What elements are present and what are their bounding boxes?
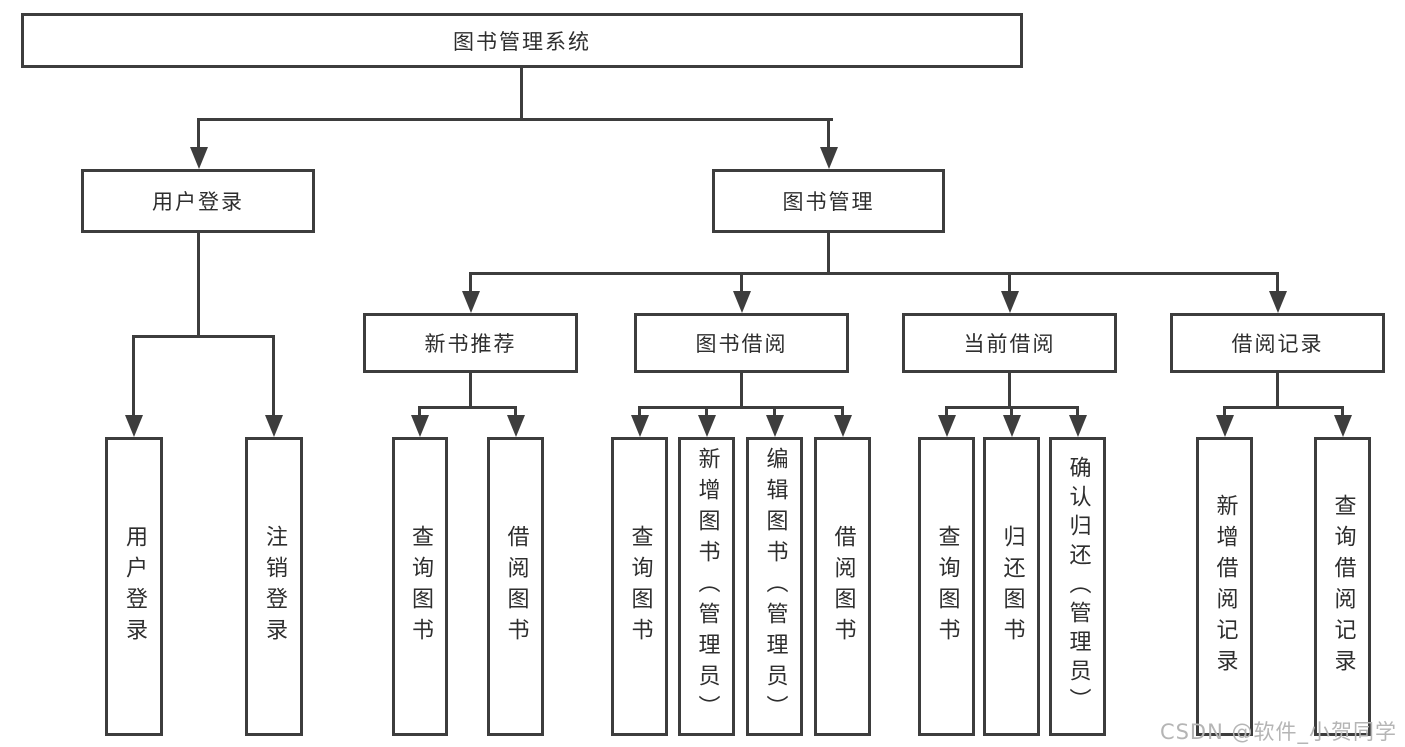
connector-arrow-add-book <box>697 406 716 437</box>
connector-rail-new-book-recommend <box>418 406 517 409</box>
leaf-add-borrow-record-label: 新增借阅记录 <box>1212 493 1238 680</box>
leaf-borrow-books-2: 借阅图书 <box>814 437 871 736</box>
node-user-login-label: 用户登录 <box>152 190 244 214</box>
leaf-logout: 注销登录 <box>245 437 303 736</box>
connector-new-book-recommend-stem <box>469 373 472 408</box>
leaf-confirm-return-admin: 确认归还（管理员） <box>1049 437 1106 736</box>
connector-arrow-query-books-2 <box>630 406 649 437</box>
connector-user-login-stem <box>197 233 200 337</box>
leaf-edit-book-admin: 编辑图书（管理员） <box>746 437 803 736</box>
leaf-add-book-admin-label: 新增图书（管理员） <box>694 447 720 726</box>
leaf-edit-book-admin-label: 编辑图书（管理员） <box>762 447 788 726</box>
connector-level3-rail <box>469 272 1279 275</box>
node-book-management: 图书管理 <box>712 169 945 233</box>
connector-arrow-borrow-records <box>1268 272 1287 313</box>
connector-arrow-query-borrow-record <box>1333 406 1352 437</box>
node-new-book-recommend-label: 新书推荐 <box>424 332 517 356</box>
leaf-user-login: 用户登录 <box>105 437 163 736</box>
connector-arrow-query-books-1 <box>410 406 429 437</box>
connector-arrow-current-borrow <box>1000 272 1019 313</box>
leaf-query-borrow-record-label: 查询借阅记录 <box>1330 493 1356 680</box>
node-root: 图书管理系统 <box>21 13 1023 68</box>
connector-arrow-edit-book <box>765 406 784 437</box>
leaf-return-book-label: 归还图书 <box>999 524 1025 649</box>
leaf-query-books-1: 查询图书 <box>392 437 448 736</box>
connector-user-login-rail <box>132 335 275 338</box>
connector-arrow-return-book <box>1002 406 1021 437</box>
leaf-add-book-admin: 新增图书（管理员） <box>678 437 735 736</box>
leaf-user-login-label: 用户登录 <box>122 524 147 649</box>
connector-arrow-leaf-logout <box>264 335 283 437</box>
node-root-label: 图书管理系统 <box>453 29 591 54</box>
leaf-query-books-1-label: 查询图书 <box>408 524 433 649</box>
connector-arrow-add-borrow-record <box>1215 406 1234 437</box>
node-borrow-records: 借阅记录 <box>1170 313 1385 373</box>
leaf-borrow-books-2-label: 借阅图书 <box>830 524 856 649</box>
leaf-query-books-3-label: 查询图书 <box>934 524 960 649</box>
connector-arrow-query-books-3 <box>937 406 956 437</box>
leaf-query-books-2-label: 查询图书 <box>627 524 653 649</box>
connector-arrow-leaf-user-login <box>124 335 143 437</box>
leaf-query-books-2: 查询图书 <box>611 437 668 736</box>
connector-root-stem <box>520 68 523 120</box>
csdn-watermark: CSDN @软件_小贺同学 <box>1159 720 1397 744</box>
node-book-borrow: 图书借阅 <box>634 313 849 373</box>
connector-arrow-book-borrow <box>732 272 751 313</box>
connector-rail-book-borrow <box>638 406 844 409</box>
leaf-logout-label: 注销登录 <box>262 524 287 649</box>
node-book-management-label: 图书管理 <box>782 190 875 214</box>
node-borrow-records-label: 借阅记录 <box>1231 332 1324 356</box>
node-book-borrow-label: 图书借阅 <box>695 332 788 356</box>
connector-arrow-confirm-return <box>1068 406 1087 437</box>
node-current-borrow-label: 当前借阅 <box>963 332 1056 356</box>
connector-book-management-stem <box>827 233 830 274</box>
connector-arrow-book-management <box>819 118 838 169</box>
leaf-add-borrow-record: 新增借阅记录 <box>1196 437 1253 736</box>
connector-arrow-user-login <box>189 118 208 169</box>
connector-book-borrow-stem <box>740 373 743 408</box>
connector-borrow-records-stem <box>1276 373 1279 408</box>
connector-current-borrow-stem <box>1008 373 1011 408</box>
leaf-query-borrow-record: 查询借阅记录 <box>1314 437 1371 736</box>
leaf-borrow-books-1-label: 借阅图书 <box>503 524 529 649</box>
connector-arrow-new-book-recommend <box>461 272 480 313</box>
node-user-login: 用户登录 <box>81 169 315 233</box>
connector-arrow-borrow-books-1 <box>506 406 525 437</box>
leaf-query-books-3: 查询图书 <box>918 437 975 736</box>
connector-level2-rail <box>197 118 833 121</box>
leaf-borrow-books-1: 借阅图书 <box>487 437 544 736</box>
connector-rail-borrow-records <box>1223 406 1344 409</box>
connector-arrow-borrow-books-2 <box>833 406 852 437</box>
node-new-book-recommend: 新书推荐 <box>363 313 578 373</box>
leaf-return-book: 归还图书 <box>983 437 1040 736</box>
node-current-borrow: 当前借阅 <box>902 313 1117 373</box>
leaf-confirm-return-admin-label: 确认归还（管理员） <box>1065 456 1091 717</box>
